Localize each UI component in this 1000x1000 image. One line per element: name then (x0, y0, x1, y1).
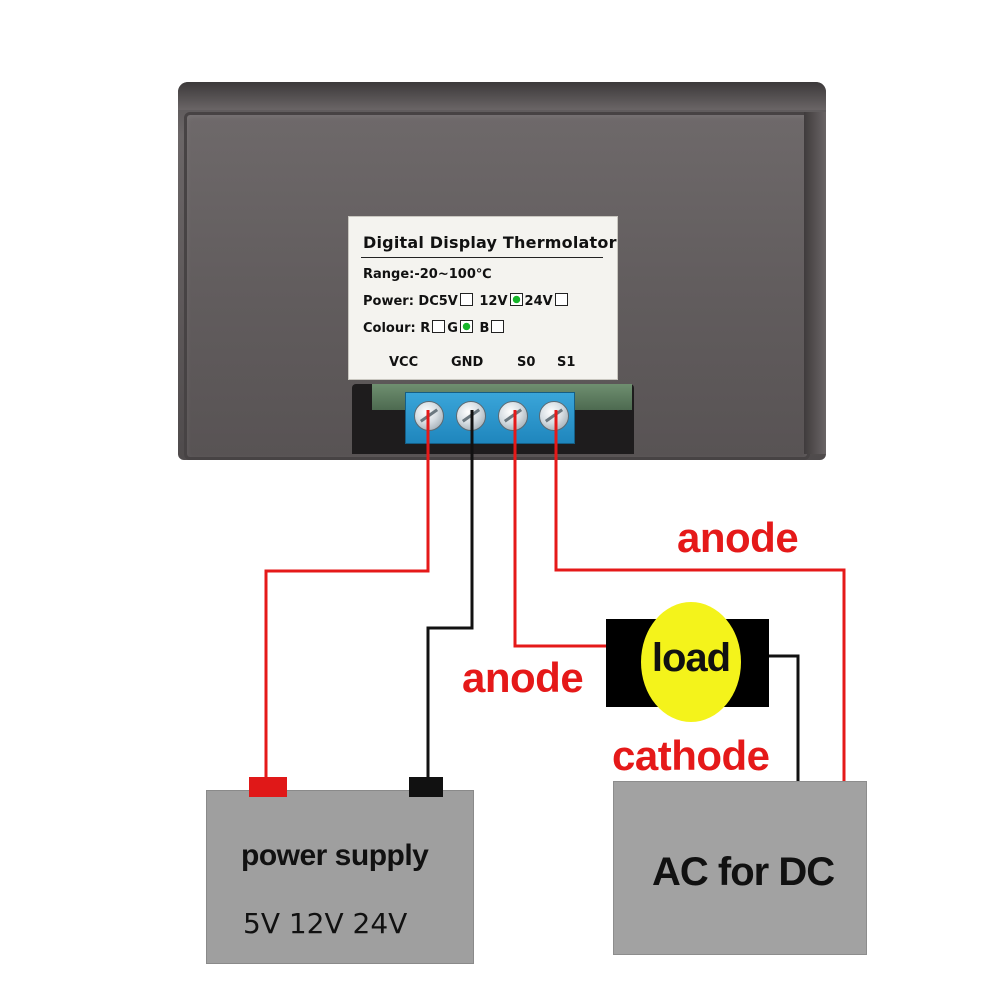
screw-s0-icon (498, 401, 528, 431)
power-supply-voltages: 5V 12V 24V (243, 907, 408, 940)
label-title: Digital Display Thermolator (363, 233, 617, 252)
checkbox-12v-checked (509, 293, 523, 306)
checkbox-5v (459, 293, 473, 306)
wire-load-cathode (769, 654, 800, 781)
wire-vcc (264, 410, 430, 778)
wire-s1 (554, 410, 846, 781)
terminal-block (405, 392, 575, 444)
psu-negative-terminal (409, 777, 443, 797)
power-prefix: Power: DC5V (363, 294, 458, 309)
colour-prefix: Colour: R (363, 321, 431, 336)
module-side (804, 112, 826, 454)
power-12v: 12V (479, 294, 508, 309)
screw-s1-icon (539, 401, 569, 431)
wire-gnd (426, 410, 474, 778)
anode-label-top: anode (677, 514, 799, 561)
power-24v: 24V (524, 294, 553, 309)
checkbox-24v (554, 293, 568, 306)
load-circle (641, 602, 741, 722)
label-colour: Colour: R G B (363, 320, 506, 336)
label-range: Range:-20~100℃ (363, 267, 492, 282)
checkbox-blue (491, 320, 505, 333)
power-supply-box: power supply 5V 12V 24V (206, 790, 474, 964)
pin-label-s1: S1 (557, 355, 576, 370)
power-supply-title: power supply (241, 839, 429, 872)
pin-label-vcc: VCC (389, 355, 419, 370)
module-top-rim (178, 82, 826, 110)
colour-b: B (479, 321, 490, 336)
label-divider (361, 257, 603, 258)
wire-s0 (513, 410, 606, 648)
label-power: Power: DC5V 12V 24V (363, 293, 570, 309)
load-label: load (651, 636, 731, 680)
ac-for-dc-title: AC for DC (652, 850, 835, 894)
checkbox-red (432, 320, 446, 333)
cathode-label: cathode (612, 732, 770, 779)
pin-label-gnd: GND (451, 355, 484, 370)
ac-for-dc-box: AC for DC (613, 781, 867, 955)
psu-positive-terminal (249, 777, 287, 797)
pin-label-s0: S0 (517, 355, 536, 370)
anode-label-left: anode (462, 654, 584, 701)
colour-g: G (447, 321, 458, 336)
device-label: Digital Display Thermolator Range:-20~10… (348, 216, 618, 380)
checkbox-green-checked (459, 320, 473, 333)
